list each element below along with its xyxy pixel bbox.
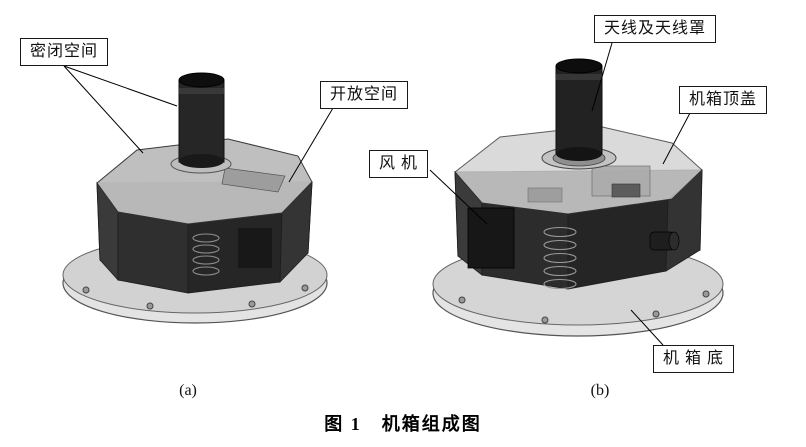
subfigure-label-a: (a) xyxy=(179,382,197,399)
leader-antenna-radome xyxy=(591,42,613,112)
antenna-b xyxy=(555,58,603,161)
chassis-render-b xyxy=(432,58,724,337)
spring-coil-a xyxy=(192,233,220,276)
leader-lines xyxy=(63,42,691,346)
spring-coil-b xyxy=(543,226,577,290)
leader-sealed-space-antenna xyxy=(63,65,178,107)
leader-top-cover xyxy=(662,112,691,165)
leader-chassis-bottom xyxy=(630,309,664,346)
chassis-render-a xyxy=(62,72,328,324)
callout-sealed-space: 密闭空间 xyxy=(20,38,109,66)
callout-chassis-top-cover: 机箱顶盖 xyxy=(679,86,768,114)
callout-open-space: 开放空间 xyxy=(320,81,409,109)
leader-sealed-space-chassis xyxy=(63,65,144,154)
figure-caption: 图 1 机箱组成图 xyxy=(324,414,482,434)
leader-open-space xyxy=(288,107,334,183)
face-front-left-a xyxy=(117,211,189,294)
top-panel-a xyxy=(221,167,286,193)
subfigure-label-b: (b) xyxy=(590,382,610,399)
internal-boards-b xyxy=(527,165,651,203)
internal-module-a xyxy=(238,228,272,268)
callout-antenna-and-radome: 天线及天线罩 xyxy=(594,15,717,43)
fan-block-b xyxy=(467,207,515,269)
side-connector-b xyxy=(649,231,680,251)
callout-chassis-bottom: 机 箱 底 xyxy=(653,345,735,373)
antenna-a xyxy=(170,72,232,174)
top-face-a xyxy=(96,138,313,225)
callout-fan: 风 机 xyxy=(369,150,429,178)
leader-fan xyxy=(429,169,488,225)
